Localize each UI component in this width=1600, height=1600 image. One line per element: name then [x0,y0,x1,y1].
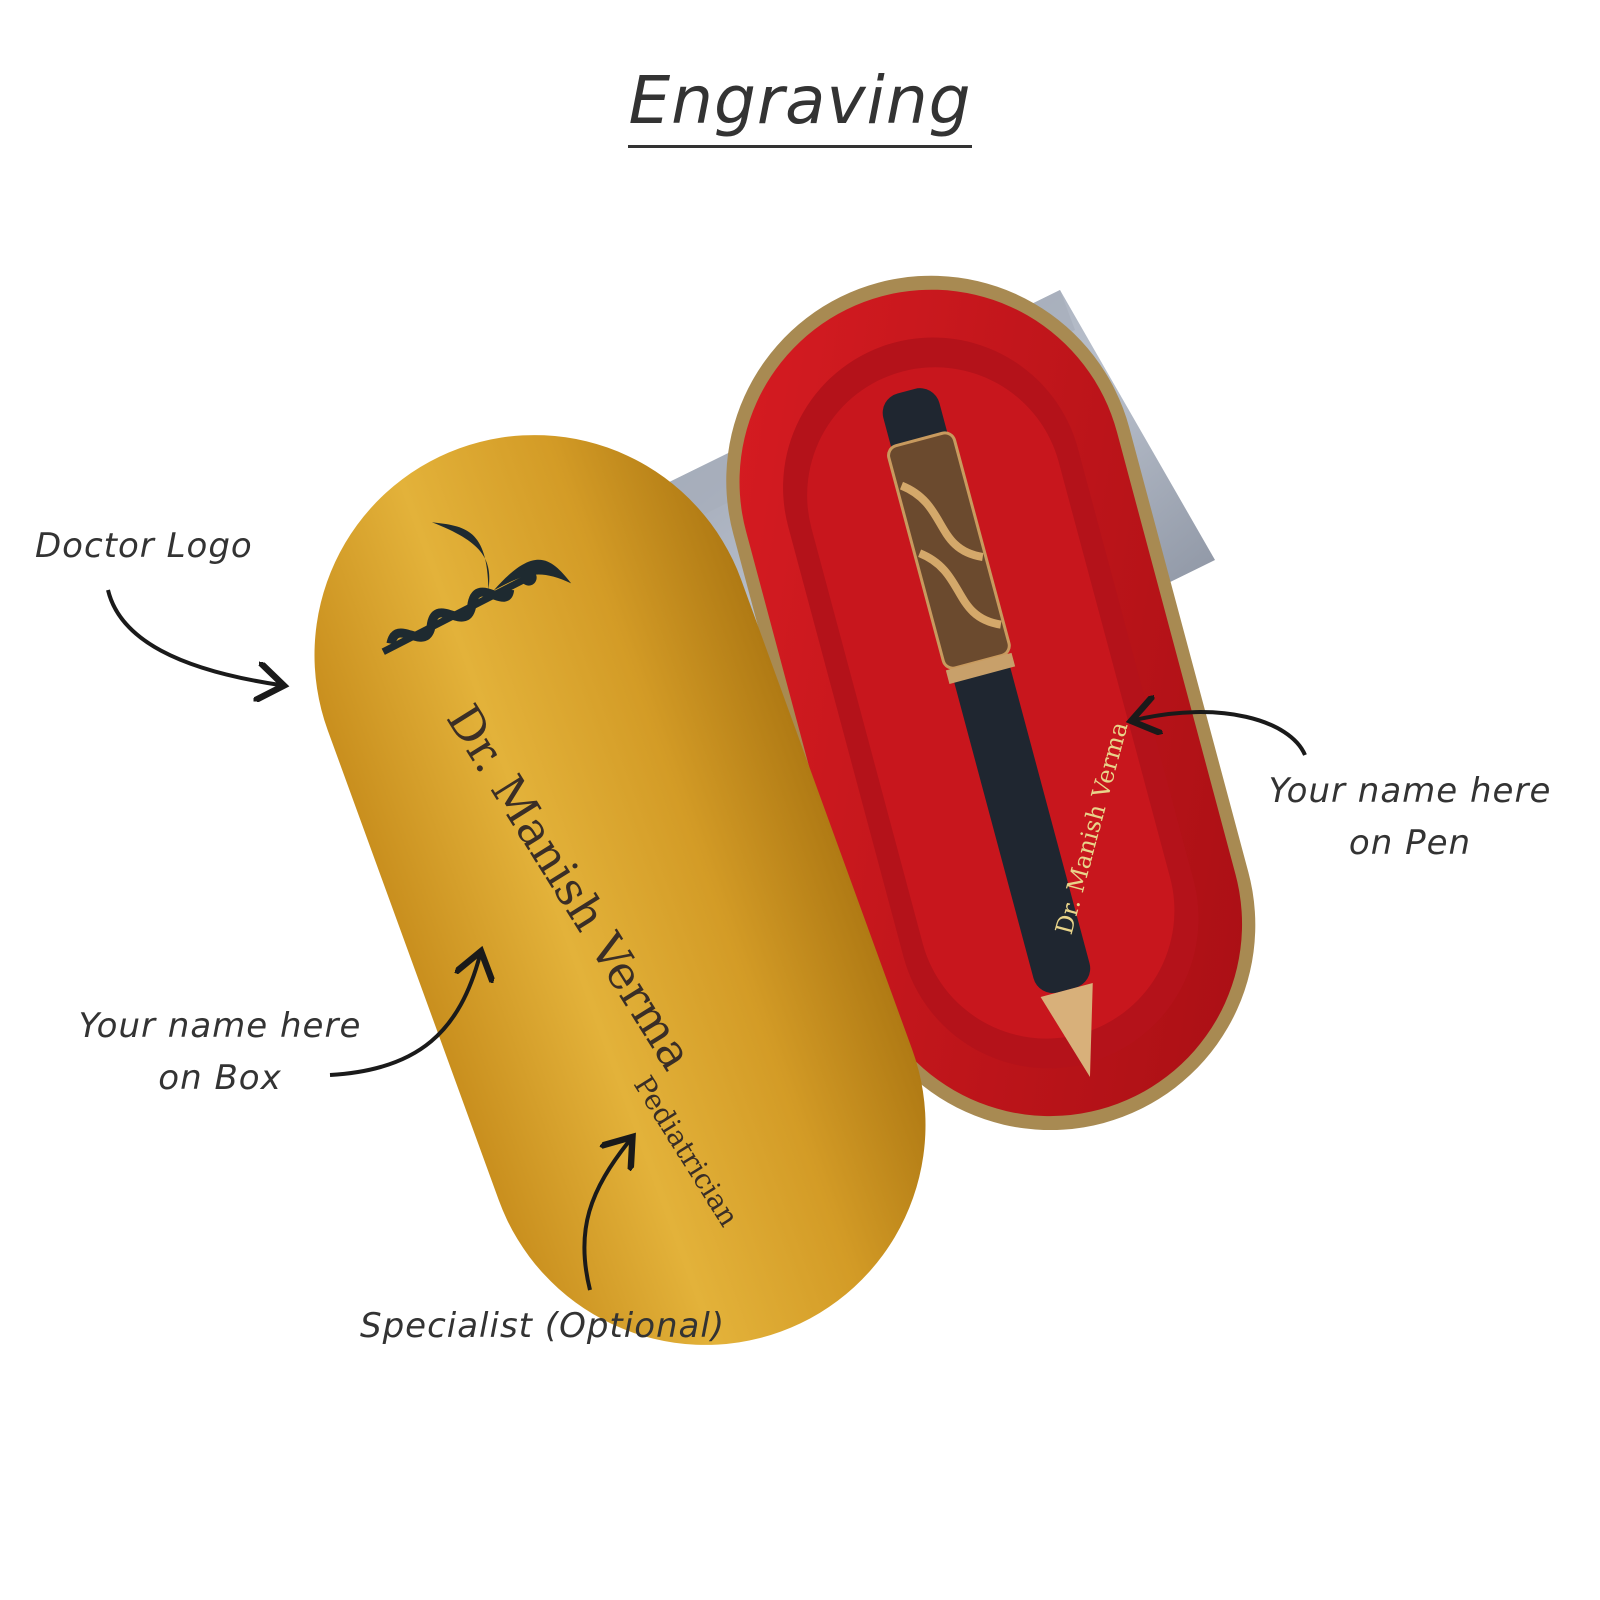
arrow-icon [1135,712,1307,756]
label-name-on-box-line1: Your name here [78,1006,362,1046]
arrow-icon [329,955,480,1077]
label-name-on-pen: Your name here on Pen [1250,765,1570,869]
arrow-icon [106,589,280,685]
label-specialist: Specialist (Optional) [360,1306,726,1346]
arrow-icon [582,1140,630,1291]
label-doctor-logo: Doctor Logo [35,526,253,566]
caduceus-icon [381,522,572,655]
label-name-on-pen-line1: Your name here [1268,771,1552,811]
label-name-on-pen-line2: on Pen [1348,823,1472,863]
label-name-on-box: Your name here on Box [60,1000,380,1104]
label-name-on-box-line2: on Box [158,1058,282,1098]
gold-tin-lid [314,435,926,1345]
pen [882,388,1093,1077]
page-title: Engraving [0,62,1600,148]
